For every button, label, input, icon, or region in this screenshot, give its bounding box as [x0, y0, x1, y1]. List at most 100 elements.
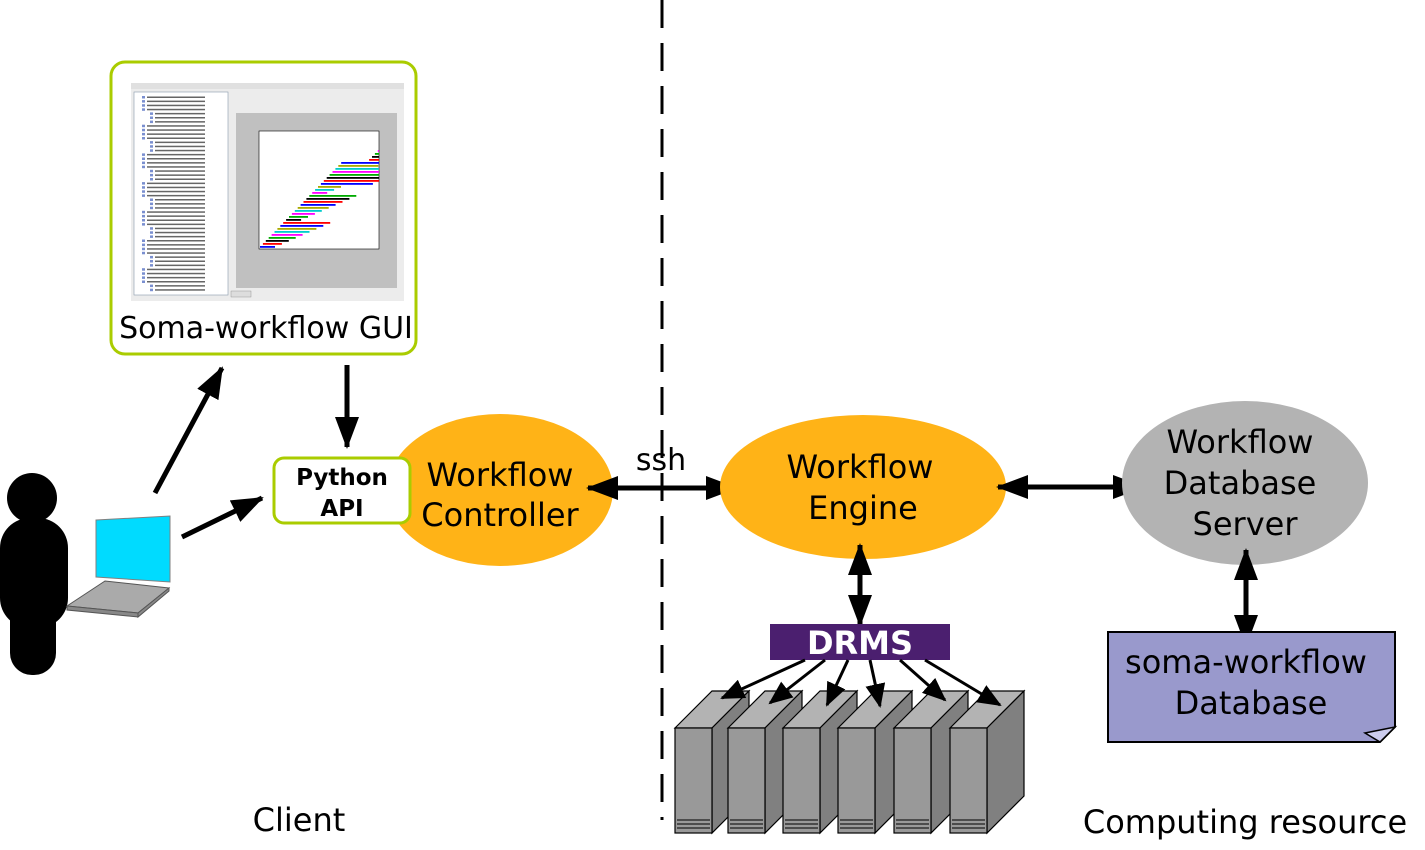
tree-node-icon: [150, 231, 153, 234]
dispatch-arrow: [924, 658, 1002, 707]
tree-node-text: [155, 170, 205, 172]
plot-bar: [315, 189, 335, 191]
tree-node-text: [147, 248, 205, 250]
plot-bar: [374, 153, 379, 155]
plot-bar: [369, 159, 379, 161]
tree-node-icon: [142, 194, 145, 197]
tree-node-text: [147, 182, 205, 185]
tree-node-text: [155, 289, 205, 291]
tree-node-text: [147, 272, 205, 275]
tree-node-icon: [150, 120, 153, 124]
tree-node-icon: [150, 178, 153, 181]
tree-node-icon: [150, 264, 153, 267]
tree-node-icon: [150, 145, 153, 148]
tree-node-text: [147, 268, 205, 271]
tree-node-text: [155, 285, 205, 287]
tree-node-icon: [142, 223, 145, 226]
python-api-label-line1: Python: [296, 465, 388, 491]
tree-node-text: [147, 190, 205, 193]
tree-node-text: [147, 211, 205, 213]
tree-node-icon: [142, 128, 145, 132]
plot-bar: [294, 210, 322, 212]
tree-node-icon: [142, 243, 145, 247]
tree-node-icon: [150, 173, 153, 177]
tree-node-icon: [142, 96, 145, 99]
db-server-label-line3: Server: [1193, 505, 1299, 543]
tree-node-text: [155, 235, 205, 238]
dispatch-arrow: [899, 658, 947, 702]
tree-node-icon: [150, 141, 153, 144]
plot-bar: [262, 243, 282, 245]
engine-label-line2: Engine: [808, 489, 918, 527]
tree-node-text: [147, 240, 205, 242]
tree-node-icon: [142, 165, 145, 169]
tree-node-text: [155, 231, 205, 234]
tree-node-text: [155, 178, 205, 180]
drms-dispatch-arrows: [720, 658, 1002, 708]
dispatch-arrow: [720, 658, 806, 700]
plot-bar: [277, 228, 317, 230]
computing-resource-zone-label: Computing resource: [1083, 803, 1407, 841]
tree-node-icon: [150, 116, 153, 119]
tree-node-icon: [142, 251, 145, 255]
user-icon: [0, 473, 68, 675]
tree-node-text: [155, 174, 205, 176]
plot-bar: [260, 246, 275, 248]
tree-node-icon: [142, 239, 145, 242]
db-server-label-line1: Workflow: [1167, 423, 1314, 461]
tree-node-text: [147, 137, 205, 139]
controller-label-line2: Controller: [421, 496, 579, 534]
tree-node-text: [155, 256, 205, 258]
workflow-database-server: Workflow Database Server: [1122, 401, 1368, 565]
tree-node-icon: [142, 157, 145, 160]
tree-node-text: [147, 223, 205, 226]
drms-label: DRMS: [807, 624, 913, 662]
tree-node-icon: [142, 108, 145, 111]
plot-bar: [297, 207, 329, 209]
tree-node-icon: [150, 288, 153, 292]
tree-node-icon: [142, 276, 145, 279]
tree-node-text: [147, 166, 205, 168]
python-api-label-line2: API: [320, 496, 363, 522]
tree-node-icon: [150, 227, 153, 230]
tree-node-text: [147, 100, 205, 103]
tree-node-icon: [142, 210, 145, 214]
tree-node-icon: [150, 235, 153, 238]
server-front: [782, 727, 821, 834]
client-zone-label: Client: [253, 801, 346, 839]
tree-node-icon: [142, 214, 145, 218]
tree-node-text: [155, 117, 205, 119]
tree-node-icon: [150, 255, 153, 259]
tree-node-text: [147, 186, 205, 189]
gui-panel: Soma-workflow GUI: [109, 60, 418, 356]
plot-bar: [300, 204, 336, 206]
tree-node-icon: [142, 132, 145, 136]
ssh-label: ssh: [636, 443, 686, 478]
plot-bar: [326, 177, 379, 179]
plot-bar: [265, 240, 289, 242]
tree-node-icon: [150, 112, 153, 115]
plot-bar: [289, 216, 308, 218]
tree-node-icon: [142, 124, 145, 128]
user-to-gui-arrow: [152, 366, 225, 495]
tree-node-text: [147, 276, 205, 279]
plot-bar: [271, 234, 303, 236]
tree-node-icon: [150, 206, 153, 210]
engine-label-line1: Workflow: [787, 448, 934, 486]
plot-bar: [329, 174, 379, 176]
tree-node-text: [155, 207, 205, 209]
plot-bar: [323, 180, 379, 182]
plot-bar: [377, 150, 379, 152]
tree-node-icon: [150, 284, 153, 288]
server-front: [727, 727, 766, 834]
tree-node-text: [155, 112, 205, 115]
plot-bar: [268, 237, 296, 239]
user-to-api-arrow: [180, 495, 264, 540]
tree-node-icon: [142, 280, 145, 283]
gui-screenshot: [131, 83, 404, 301]
dispatch-arrow: [825, 659, 850, 707]
tree-node-text: [155, 227, 205, 230]
tree-node-text: [155, 199, 205, 201]
tree-node-text: [155, 260, 205, 262]
